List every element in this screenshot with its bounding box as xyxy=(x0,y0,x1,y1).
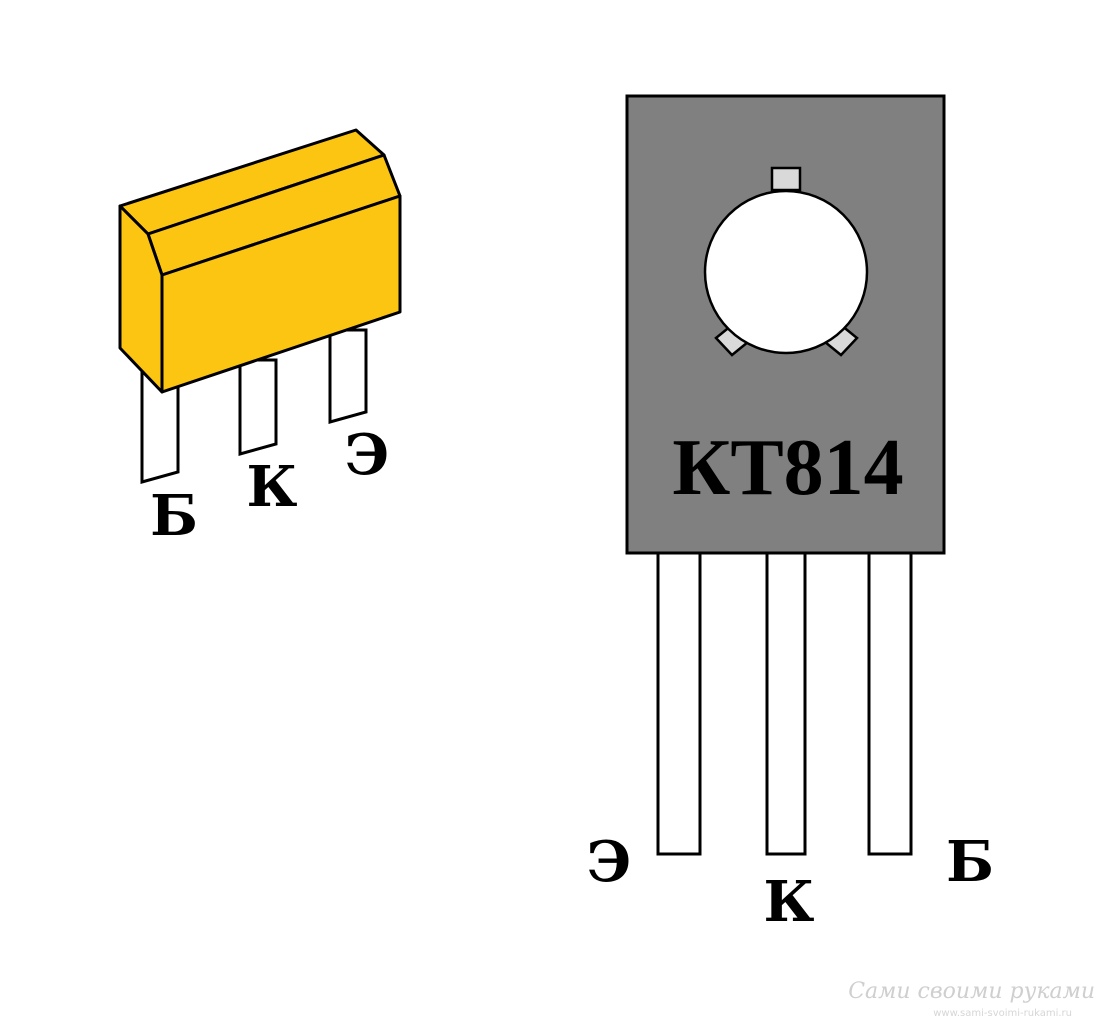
watermark-url: www.sami-svoimi-rukami.ru xyxy=(933,1008,1072,1019)
to126-lead-emitter xyxy=(656,550,702,856)
smd-lead-emitter xyxy=(328,328,368,424)
smd-pin-label-base: Б xyxy=(150,483,198,549)
part-marking: КТ814 xyxy=(672,424,903,512)
watermark-text: Сами своими руками xyxy=(848,979,1095,1004)
to126-pin-label-collector: К xyxy=(764,869,815,935)
to126-lead-collector xyxy=(765,550,807,856)
smd-body xyxy=(118,128,402,394)
to126-pin-label-emitter: Э xyxy=(587,829,632,895)
smd-lead-collector xyxy=(238,358,278,456)
mounting-hole-circle xyxy=(703,189,869,355)
mounting-tab-top xyxy=(770,166,802,192)
smd-pin-label-collector: К xyxy=(247,454,298,520)
mounting-hole xyxy=(703,166,869,357)
smd-transistor: Б К Э xyxy=(118,128,402,549)
to126-transistor: КТ814 Э К Б xyxy=(587,94,994,935)
to126-pin-label-base: Б xyxy=(946,829,994,895)
watermark: Сами своими руками www.sami-svoimi-rukam… xyxy=(848,979,1095,1019)
smd-pin-label-emitter: Э xyxy=(345,422,390,488)
to126-lead-base xyxy=(867,550,913,856)
